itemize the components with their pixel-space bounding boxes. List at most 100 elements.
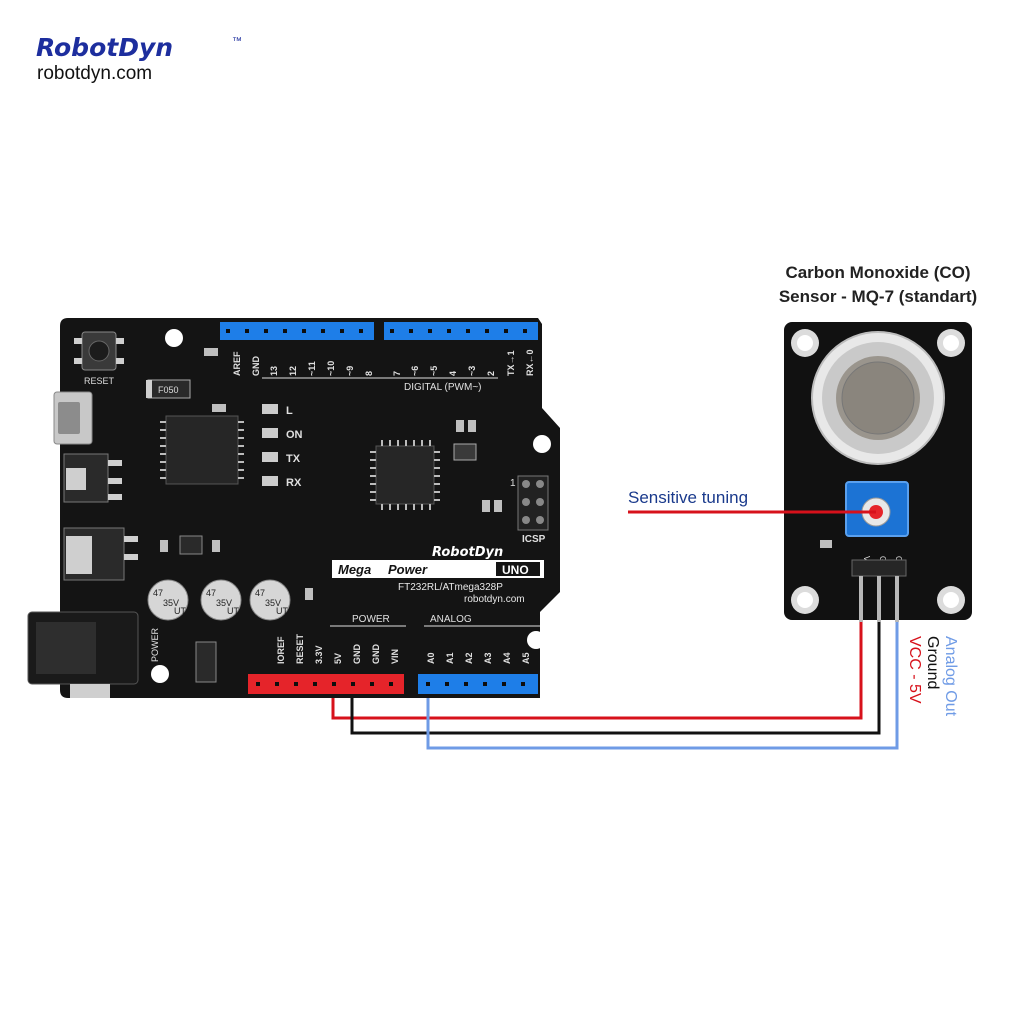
svg-text:UT: UT xyxy=(227,606,239,616)
micro-usb-port xyxy=(53,391,93,445)
product-mega: Mega xyxy=(338,562,371,577)
product-power: Power xyxy=(388,562,428,577)
digital-pin-label-10: ~5 xyxy=(429,366,439,376)
header-holes xyxy=(426,682,525,686)
microcontroller-chip xyxy=(370,440,440,510)
board-website: robotdyn.com xyxy=(464,594,525,605)
gas-sensor-element xyxy=(811,331,945,465)
sensor-title: Carbon Monoxide (CO) Sensor - MQ-7 (stan… xyxy=(779,263,977,306)
brand-logo: RobotDyn xyxy=(36,33,173,62)
header-hole xyxy=(502,682,506,686)
digital-pin-label-9: ~6 xyxy=(410,366,420,376)
svg-text:35V: 35V xyxy=(163,598,179,608)
board-brand-name: RobotDyn xyxy=(432,545,503,560)
digital-pin-label-4: ~11 xyxy=(307,361,317,376)
led-label-l: L xyxy=(286,405,293,417)
sensor-smd-part xyxy=(820,540,832,548)
vcc-wire xyxy=(331,620,863,720)
crystal xyxy=(453,443,477,461)
sensor-title-line2: Sensor - MQ-7 (standart) xyxy=(779,287,977,306)
digital-pin-label-14: TX→1 xyxy=(506,350,516,376)
power-pin-label-4: GND xyxy=(352,644,362,665)
header-hole xyxy=(485,329,489,333)
header-hole xyxy=(504,329,508,333)
reset-label: RESET xyxy=(84,376,115,386)
header-hole xyxy=(256,682,260,686)
icsp-label: ICSP xyxy=(522,534,546,545)
icsp-header xyxy=(517,475,549,531)
digital-pin-label-3: 12 xyxy=(288,366,298,376)
svg-text:47: 47 xyxy=(153,588,163,598)
smd-components xyxy=(160,348,502,600)
header-hole xyxy=(340,329,344,333)
wires xyxy=(331,620,899,750)
digital-header-strip xyxy=(220,322,538,340)
header-holes xyxy=(256,682,393,686)
digital-header-label: DIGITAL (PWM~) xyxy=(404,382,482,393)
power-jack-label: POWER xyxy=(150,627,160,662)
fuse-label: F050 xyxy=(158,385,179,395)
svg-text:47: 47 xyxy=(206,588,216,598)
header-hole xyxy=(245,329,249,333)
mounting-hole xyxy=(165,329,183,347)
header-hole xyxy=(275,682,279,686)
digital-pin-label-8: 7 xyxy=(392,371,402,376)
header-hole xyxy=(302,329,306,333)
product-uno: UNO xyxy=(502,563,529,577)
power-pin-label-6: VIN xyxy=(390,649,400,664)
svg-text:35V: 35V xyxy=(265,598,281,608)
fuse: F050 xyxy=(146,379,191,399)
header-hole xyxy=(313,682,317,686)
diode xyxy=(195,641,217,683)
sensitivity-potentiometer[interactable] xyxy=(845,481,909,537)
board-chip-line: FT232RL/ATmega328P xyxy=(398,582,503,593)
mounting-hole xyxy=(151,665,169,683)
header-hole xyxy=(332,682,336,686)
brand-header: RobotDyn ™ robotdyn.com xyxy=(36,33,242,84)
arduino-board: RESET F050 xyxy=(27,318,560,698)
capacitor: 47 35V UT xyxy=(200,579,242,621)
capacitor: 47 35V UT xyxy=(147,579,189,621)
led-label-rx: RX xyxy=(286,477,302,489)
header-hole xyxy=(521,682,525,686)
analog-pin-label-2: A2 xyxy=(464,652,474,664)
digital-pin-label-6: ~9 xyxy=(345,366,355,376)
header-hole xyxy=(370,682,374,686)
power-pin-label-1: RESET xyxy=(295,633,305,664)
brand-website: robotdyn.com xyxy=(37,63,152,84)
header-hole xyxy=(483,682,487,686)
analog-header-strip xyxy=(418,674,538,694)
digital-pin-label-1: GND xyxy=(251,356,261,377)
header-hole xyxy=(523,329,527,333)
power-pin-label-2: 3.3V xyxy=(314,645,324,664)
ground-wire xyxy=(350,620,881,735)
header-hole xyxy=(466,329,470,333)
analog-header-label: ANALOG xyxy=(430,614,472,625)
analog-wire-label: Analog Out xyxy=(942,636,959,717)
header-hole xyxy=(390,329,394,333)
digital-pin-label-12: ~3 xyxy=(467,366,477,376)
usb-serial-chip xyxy=(160,415,244,485)
sensor-pin-header xyxy=(851,559,907,622)
capacitor: 47 35V UT xyxy=(249,579,291,621)
capacitors: 47 35V UT 47 35V UT 47 35V UT xyxy=(147,579,291,621)
analog-pin-label-0: A0 xyxy=(426,652,436,664)
header-hole xyxy=(264,329,268,333)
digital-pin-label-0: AREF xyxy=(232,351,242,376)
header-hole xyxy=(294,682,298,686)
digital-pin-label-13: 2 xyxy=(486,371,496,376)
header-hole xyxy=(445,682,449,686)
digital-pin-label-15: RX←0 xyxy=(525,349,535,376)
chip-pins xyxy=(160,421,244,479)
reset-button[interactable] xyxy=(74,331,124,371)
header-hole xyxy=(426,682,430,686)
analog-pin-label-1: A1 xyxy=(445,652,455,664)
dc-power-jack xyxy=(27,611,139,698)
header-hole xyxy=(283,329,287,333)
digital-pin-label-2: 13 xyxy=(269,366,279,376)
digital-pin-label-5: ~10 xyxy=(326,361,336,376)
header-hole xyxy=(359,329,363,333)
header-hole xyxy=(226,329,230,333)
